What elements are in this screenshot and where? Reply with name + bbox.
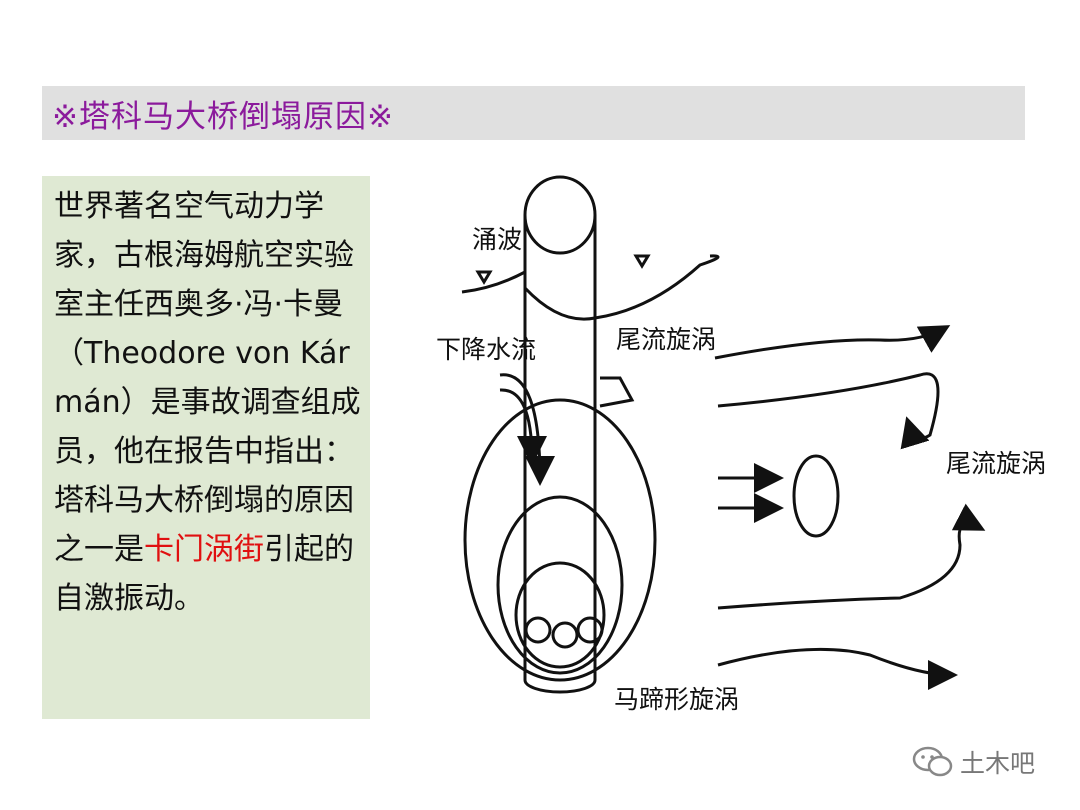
wake-stream-bottom	[717, 647, 958, 690]
base-vortex-1	[524, 616, 552, 644]
water-surface-left	[461, 270, 526, 294]
watermark-text: 土木吧	[960, 749, 1036, 778]
pier-cylinder	[523, 215, 597, 694]
horseshoe-loop-outer	[463, 398, 657, 682]
watermark: 土木吧	[912, 744, 1035, 780]
label-surge: 涌波	[472, 225, 522, 254]
base-vortex-3	[576, 616, 604, 644]
wake-stream-upper	[717, 372, 940, 450]
wake-stream-top	[714, 325, 951, 360]
pier-vortex-diagram: 涌波 下降水流 尾流旋涡 尾流旋涡 马蹄形旋涡	[436, 175, 1046, 714]
explanation-box: 世界著名空气动力学家，古根海姆航空实验室主任西奥多·冯·卡曼（Theodore …	[42, 176, 370, 719]
explanation-text-after: 引起的自激振动。	[54, 532, 354, 616]
water-level-mark-right	[633, 254, 651, 269]
base-vortex-2	[551, 621, 579, 649]
label-horseshoe-vortex: 马蹄形旋涡	[614, 685, 739, 714]
wechat-icon	[912, 746, 953, 777]
horseshoe-loop-inner	[514, 561, 606, 669]
horseshoe-loop-middle	[496, 495, 624, 675]
downflow-arrow-2	[499, 388, 547, 466]
wake-vortex-ring	[792, 454, 840, 538]
label-downflow: 下降水流	[436, 335, 536, 364]
karman-vortex-street-highlight: 卡门涡街	[144, 532, 264, 567]
water-level-mark-left	[475, 270, 493, 285]
label-wake-vortex-right: 尾流旋涡	[946, 449, 1046, 478]
explanation-text: 世界著名空气动力学家，古根海姆航空实验室主任西奥多·冯·卡曼（Theodore …	[42, 176, 370, 623]
pier-top	[523, 175, 597, 255]
water-surface-right	[523, 254, 720, 321]
wake-stream-lower	[717, 503, 986, 610]
explanation-text-before: 世界著名空气动力学家，古根海姆航空实验室主任西奥多·冯·卡曼（Theodore …	[54, 189, 361, 567]
page-title: ※塔科马大桥倒塌原因※	[52, 98, 394, 135]
label-wake-vortex-left: 尾流旋涡	[616, 325, 716, 354]
wake-flag	[599, 376, 635, 408]
title-bar: ※塔科马大桥倒塌原因※	[42, 86, 1025, 140]
